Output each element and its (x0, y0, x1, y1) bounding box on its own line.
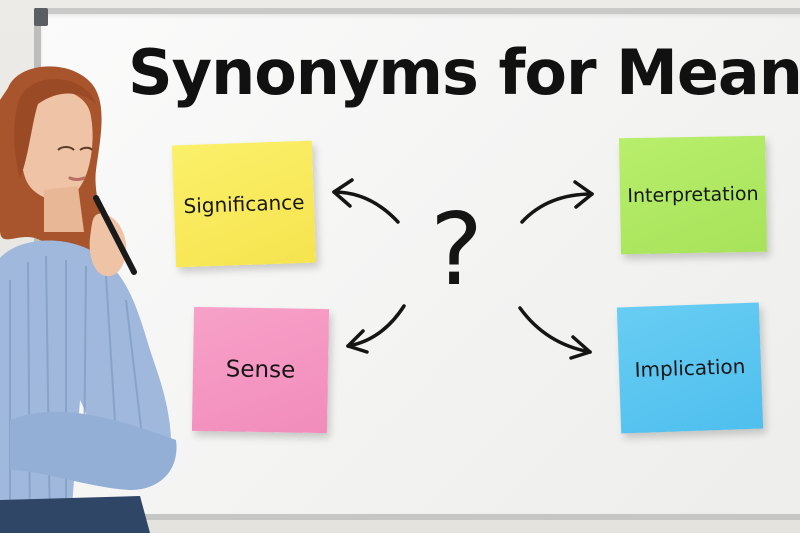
thinking-woman (0, 66, 177, 533)
sticky-note-interpretation: Interpretation (618, 135, 768, 255)
whiteboard-title: Synonyms for Meaning (128, 36, 800, 109)
sticky-note-label: Interpretation (627, 182, 759, 208)
sticky-note-sense: Sense (191, 306, 330, 434)
sticky-note-label: Implication (634, 354, 746, 382)
question-mark-icon: ? (430, 191, 484, 308)
sticky-note-label: Sense (225, 356, 296, 384)
sticky-note-label: Significance (183, 189, 305, 219)
whiteboard-corner-bracket (34, 8, 48, 26)
sticky-note-implication: Implication (616, 302, 764, 434)
pen-icon (93, 195, 137, 275)
